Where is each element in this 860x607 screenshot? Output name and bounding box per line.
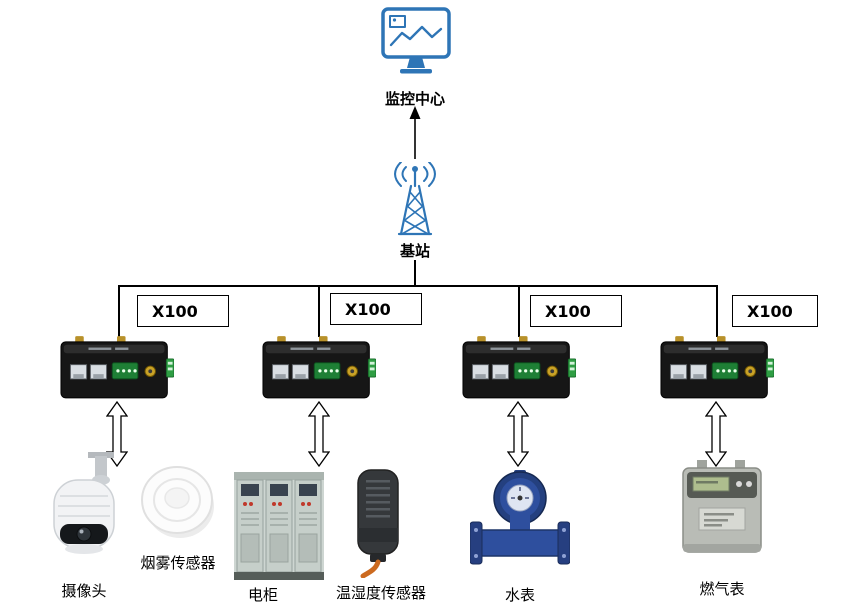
smoke-detector-image: [141, 466, 214, 538]
gateway-label-box-4: X100: [732, 295, 818, 327]
drop-line-1: [118, 285, 120, 337]
drop-line-2: [318, 285, 320, 337]
electric-cabinet-image: [234, 472, 324, 580]
gas-meter-image: [682, 460, 762, 553]
industrial-router-image-4: [660, 336, 774, 399]
smoke-sensor-label: 烟雾传感器: [140, 554, 216, 572]
up-arrow-icon: [409, 106, 421, 159]
bus-line: [118, 285, 717, 287]
double-headed-arrow-icon-2: [308, 401, 330, 467]
electric-cabinet-label: 电柜: [247, 586, 279, 604]
ptz-camera-image: [53, 452, 115, 554]
camera-label: 摄像头: [61, 582, 107, 600]
gateway-label-box-3: X100: [530, 295, 622, 327]
drop-line-4: [716, 285, 718, 337]
water-meter-label: 水表: [504, 586, 536, 604]
temp-humidity-sensor-label: 温湿度传感器: [335, 584, 427, 602]
monitoring-center-label: 监控中心: [384, 90, 446, 108]
industrial-router-image-1: [60, 336, 174, 399]
gateway-label-box-1: X100: [137, 295, 229, 327]
water-meter-image: [470, 470, 570, 565]
industrial-router-image-3: [462, 336, 576, 399]
base-station-label: 基站: [399, 242, 431, 260]
drop-line-3: [518, 285, 520, 337]
double-headed-arrow-icon-1: [106, 401, 128, 467]
monitor-icon: [381, 7, 451, 74]
gateway-label-box-2: X100: [330, 293, 422, 325]
antenna-tower-icon: [394, 162, 436, 236]
double-headed-arrow-icon-4: [705, 401, 727, 467]
double-headed-arrow-icon-3: [507, 401, 529, 467]
temp-humidity-sensor-image: [357, 469, 399, 578]
gas-meter-label: 燃气表: [699, 580, 745, 598]
industrial-router-image-2: [262, 336, 376, 399]
station-drop-line: [414, 260, 416, 285]
